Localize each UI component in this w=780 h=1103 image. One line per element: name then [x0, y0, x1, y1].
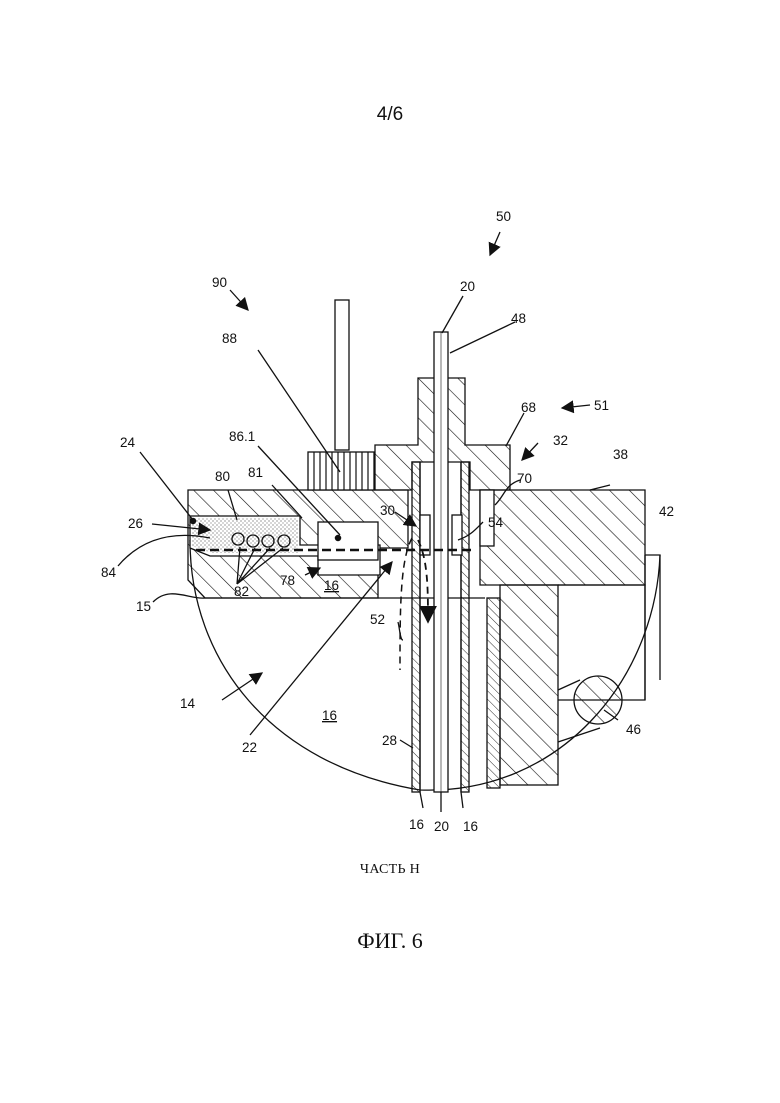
- bore-cavity: [318, 522, 378, 560]
- label-28: 28: [382, 733, 397, 748]
- label-46: 46: [626, 722, 641, 737]
- stirrer-shaft: [335, 300, 349, 450]
- label-32: 32: [553, 433, 568, 448]
- pipe-46-circle: [574, 676, 622, 724]
- label-42: 42: [659, 504, 674, 519]
- label-16-bottom-right: 16: [463, 819, 478, 834]
- column-block: [500, 585, 558, 785]
- tube-wall-left: [412, 462, 420, 792]
- label-26: 26: [128, 516, 143, 531]
- label-84: 84: [101, 565, 117, 580]
- label-24: 24: [120, 435, 136, 450]
- label-54: 54: [488, 515, 504, 530]
- tube-wall-right: [461, 462, 469, 792]
- label-48: 48: [511, 311, 526, 326]
- knob: [308, 452, 374, 490]
- label-16-upper: 16: [324, 578, 339, 593]
- block-38: [480, 490, 645, 585]
- label-20-bottom: 20: [434, 819, 449, 834]
- label-80: 80: [215, 469, 230, 484]
- label-70: 70: [517, 471, 532, 486]
- label-78: 78: [280, 573, 295, 588]
- label-68: 68: [521, 400, 536, 415]
- label-50: 50: [496, 209, 511, 224]
- label-90: 90: [212, 275, 227, 290]
- label-51: 51: [594, 398, 609, 413]
- label-82: 82: [234, 584, 249, 599]
- label-38: 38: [613, 447, 628, 462]
- label-86-1: 86.1: [229, 429, 255, 444]
- label-22: 22: [242, 740, 257, 755]
- label-52: 52: [370, 612, 385, 627]
- figure-caption: ЧАСТЬ H: [0, 862, 780, 878]
- label-81: 81: [248, 465, 263, 480]
- label-16-lower: 16: [322, 708, 337, 723]
- label-30: 30: [380, 503, 395, 518]
- wall-right: [645, 555, 660, 680]
- figure-title: ФИГ. 6: [0, 928, 780, 954]
- label-88: 88: [222, 331, 237, 346]
- label-15: 15: [136, 599, 151, 614]
- label-14: 14: [180, 696, 196, 711]
- label-20-top: 20: [460, 279, 475, 294]
- label-16-bottom-left: 16: [409, 817, 424, 832]
